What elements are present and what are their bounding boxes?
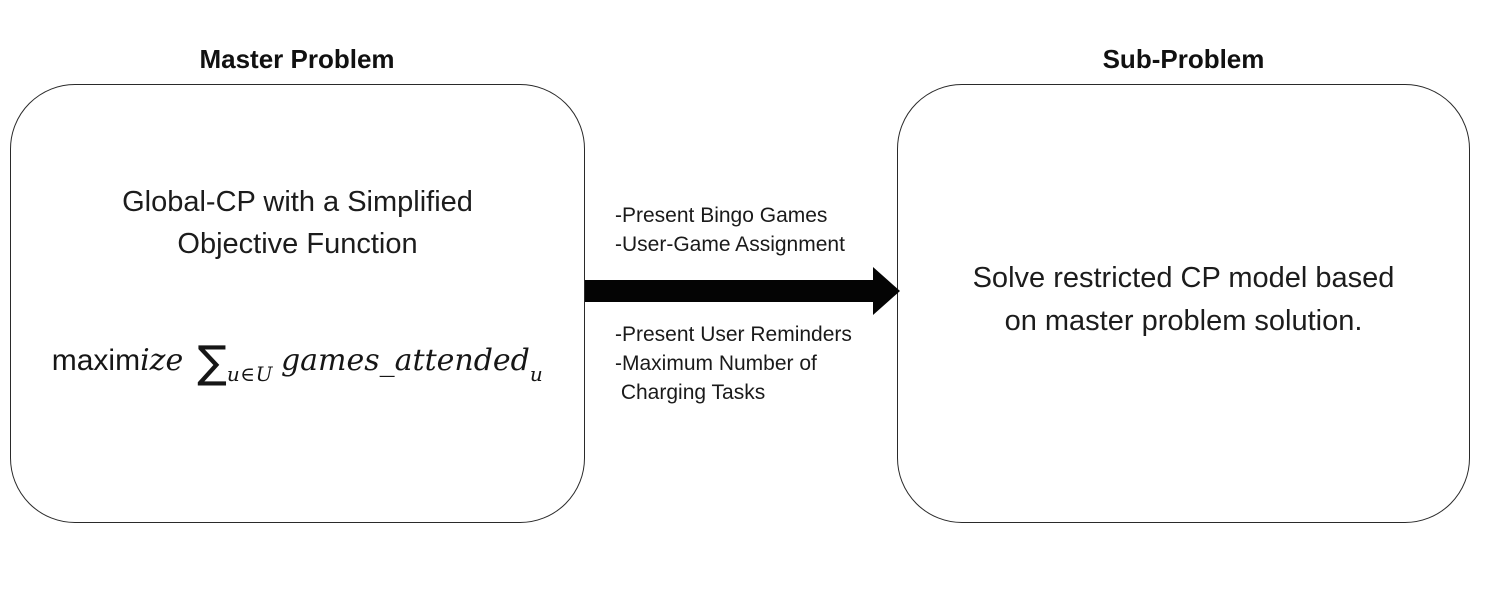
formula-maximize-italic: ize [140, 343, 184, 378]
master-problem-description: Global-CP with a Simplified Objective Fu… [11, 181, 584, 265]
arrow-head-icon [873, 267, 900, 315]
arrow-bottom-label-3: Charging Tasks [615, 381, 766, 404]
formula-maximize-roman: maxim [51, 344, 141, 377]
master-body-line1: Global-CP with a Simplified [122, 186, 473, 218]
sub-body-line1: Solve restricted CP model based [972, 262, 1395, 294]
arrow-top-label-1: -Present Bingo Games [615, 204, 828, 227]
summation-symbol: ∑ [197, 337, 227, 388]
arrow-shaft [585, 280, 873, 302]
master-problem-title: Master Problem [199, 44, 395, 74]
sub-problem-title: Sub-Problem [1102, 44, 1265, 74]
arrow-bottom-label-1: -Present User Reminders [615, 323, 852, 346]
arrow-top-labels: -Present Bingo Games -User-Game Assignme… [615, 201, 845, 259]
sub-problem-description: Solve restricted CP model based on maste… [898, 257, 1469, 343]
formula-term: games_attended [280, 343, 530, 378]
arrow-bottom-label-2: -Maximum Number of [615, 352, 817, 375]
sub-problem-box: Solve restricted CP model based on maste… [897, 84, 1470, 523]
summation-subscript: u∈U [226, 362, 273, 386]
master-body-line2: Objective Function [177, 228, 418, 260]
arrow-top-label-2: -User-Game Assignment [615, 233, 845, 256]
master-objective-formula: maximize ∑u∈U games_attendedu [11, 337, 584, 388]
sub-body-line2: on master problem solution. [1004, 305, 1363, 337]
formula-term-subscript: u [529, 362, 544, 386]
arrow-bottom-labels: -Present User Reminders -Maximum Number … [615, 320, 852, 407]
master-problem-box: Global-CP with a Simplified Objective Fu… [10, 84, 585, 523]
